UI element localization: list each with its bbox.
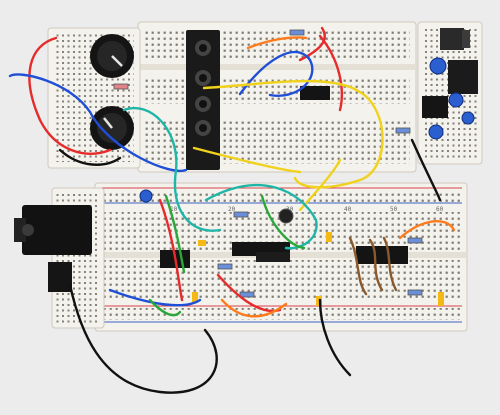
top-breadboard (137, 21, 417, 173)
ic-chip-icon (422, 96, 448, 118)
column-label: 60 (436, 206, 444, 213)
potentiometer-knob-1 (90, 34, 134, 78)
input-jacks (186, 30, 220, 170)
column-label: 30 (286, 206, 294, 213)
column-label: 10 (170, 206, 178, 213)
jumper-wires (8, 26, 456, 394)
resistors (113, 29, 423, 298)
potentiometer-knob-2 (90, 106, 134, 150)
capacitors (139, 57, 475, 306)
ic-chip-icon (48, 262, 72, 292)
column-label: 20 (228, 206, 236, 213)
regulator-icon (440, 28, 464, 50)
dc-jack-icon (448, 60, 478, 94)
column-label: 50 (390, 206, 398, 213)
column-labels: 10 20 30 40 50 60 (170, 206, 444, 213)
audio-jack-icon (22, 205, 92, 255)
jack-board (14, 187, 105, 329)
power-board (417, 21, 483, 165)
column-label: 40 (344, 206, 352, 213)
